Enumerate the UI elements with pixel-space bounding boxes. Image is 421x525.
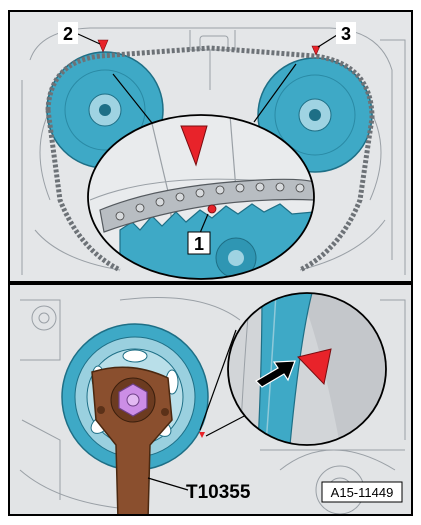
top-panel xyxy=(9,11,412,282)
tool-label: T10355 xyxy=(186,482,251,503)
callout-3: 3 xyxy=(336,22,356,44)
callout-2-label: 2 xyxy=(63,24,73,44)
leader-3 xyxy=(317,34,338,48)
magnified-pulley-marker xyxy=(297,348,332,386)
zoom-line-right xyxy=(253,63,297,123)
zoom-line-left xyxy=(112,73,153,124)
arrow-icon xyxy=(255,360,296,388)
reference-label: A15-11449 xyxy=(331,485,394,500)
callout-2: 2 xyxy=(58,22,78,44)
zoom-line-bottom-1 xyxy=(199,329,237,431)
marker-3 xyxy=(311,45,321,56)
zoom-line-bottom-2 xyxy=(205,412,251,437)
magnified-marker xyxy=(180,125,208,167)
leader-2 xyxy=(77,33,101,45)
bottom-panel-frame xyxy=(8,283,413,516)
marker-2 xyxy=(97,39,109,53)
magnifier-bottom xyxy=(227,292,387,446)
top-panel-frame xyxy=(8,10,413,283)
bottom-panel xyxy=(9,284,412,515)
counterhold-tool xyxy=(91,366,173,515)
reference-box: A15-11449 xyxy=(321,481,403,503)
leader-1 xyxy=(199,213,209,234)
callout-1-label: 1 xyxy=(194,234,204,254)
callout-1: 1 xyxy=(187,231,211,255)
timing-chain xyxy=(45,45,375,273)
callout-3-label: 3 xyxy=(341,24,351,44)
magnifier-top xyxy=(87,114,315,280)
pulley-marker-small xyxy=(199,432,205,438)
tool-leader xyxy=(147,477,189,491)
